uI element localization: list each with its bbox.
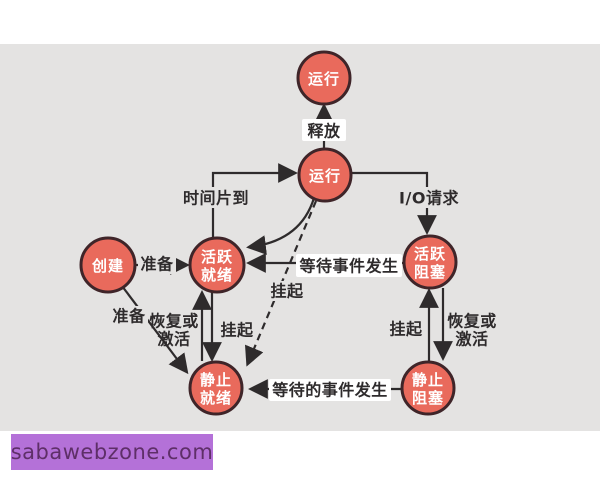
- edge-label-suspend-right: 挂起: [389, 320, 423, 339]
- label-bg-release: [302, 119, 346, 141]
- label-bg-timeslice: [179, 187, 255, 208]
- label-bg-awaited-event: [269, 379, 391, 401]
- node-running: [297, 147, 353, 203]
- label-bg-prepare-1: [138, 254, 176, 274]
- edge-label-io-request: I/O请求: [399, 189, 459, 208]
- watermark-bar: sabawebzone.com: [11, 434, 213, 470]
- node-static-blocked: [400, 360, 456, 416]
- node-static-ready-label-1: 静止: [200, 371, 232, 389]
- edge-label-wait-event: 等待事件发生: [298, 257, 398, 276]
- node-running-top-label: 运行: [308, 70, 340, 88]
- node-static-ready-label-2: 就绪: [200, 389, 232, 407]
- label-bg-wait-event: [296, 254, 402, 277]
- node-active-ready: [188, 236, 246, 294]
- label-bg-io-request: [392, 187, 466, 208]
- node-static-blocked-label-2: 阻塞: [412, 389, 444, 407]
- edge-label-resume-left-1: 恢复或: [149, 312, 199, 331]
- node-static-blocked-label-1: 静止: [412, 371, 444, 389]
- edge-label-timeslice: 时间片到: [183, 189, 249, 208]
- edge-label-prepare-1: 准备: [140, 255, 174, 274]
- edge-label-awaited-event: 等待的事件发生: [271, 381, 388, 400]
- edge-io-request-arrow: [351, 171, 437, 235]
- edge-label-prepare-2: 准备: [112, 307, 146, 326]
- node-active-ready-label-1: 活跃: [201, 248, 233, 266]
- edge-label-release: 释放: [307, 122, 341, 141]
- node-active-blocked-label-1: 活跃: [414, 245, 446, 263]
- node-running-top: [296, 50, 352, 106]
- label-bg-prepare-2: [110, 306, 148, 326]
- node-active-ready-label-2: 就绪: [201, 266, 233, 284]
- edge-label-suspend-left: 挂起: [220, 321, 254, 340]
- edge-label-suspend-dashed: 挂起: [270, 282, 304, 301]
- node-active-blocked-label-2: 阻塞: [414, 263, 446, 281]
- label-bg-suspend-dashed: [266, 281, 308, 301]
- edge-prepare-static-arrow: [121, 285, 189, 375]
- watermark-site-text: sabawebzone.com: [10, 440, 214, 464]
- node-static-ready: [188, 360, 244, 416]
- edge-dispatch-arrow: [211, 163, 298, 238]
- node-active-blocked: [402, 234, 458, 290]
- edge-timeslice-arrow: [246, 197, 316, 255]
- node-create: [79, 236, 137, 294]
- edge-label-resume-right-2: 激活: [455, 330, 488, 349]
- edge-label-resume-right-1: 恢复或: [447, 312, 497, 331]
- node-running-label: 运行: [309, 167, 341, 185]
- node-create-label: 创建: [91, 257, 124, 275]
- edge-label-resume-left-2: 激活: [157, 330, 190, 349]
